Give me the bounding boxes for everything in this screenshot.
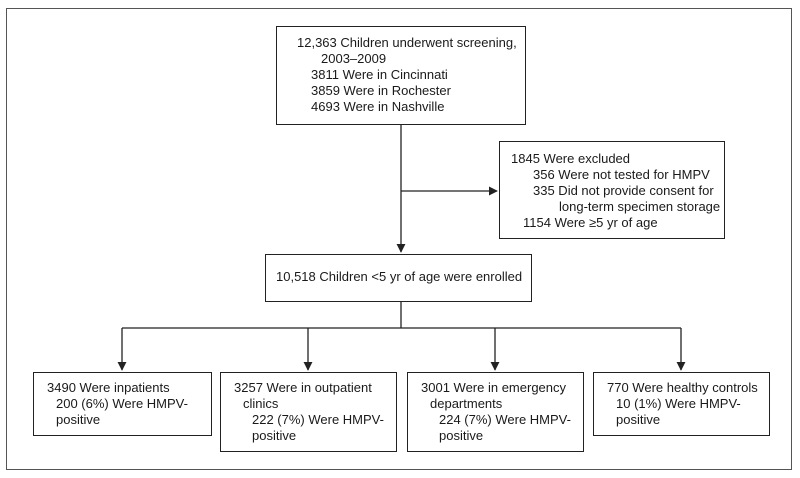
- figure-frame: [6, 8, 792, 470]
- screening-nashville: 4693 Were in Nashville: [311, 99, 445, 114]
- outpatient-box: 3257 Were in outpatient clinics 222 (7%)…: [220, 372, 397, 452]
- emergency-count: 3001 Were in emergency: [421, 380, 567, 395]
- screening-cincinnati: 3811 Were in Cincinnati: [311, 67, 448, 82]
- outpatient-count: 3257 Were in outpatient: [234, 380, 372, 395]
- emergency-count-cont: departments: [430, 396, 503, 411]
- screening-rochester: 3859 Were in Rochester: [311, 83, 451, 98]
- screening-total: 12,363 Children underwent screening,: [297, 35, 517, 50]
- inpatients-hmpv: 200 (6%) Were HMPV-: [56, 396, 188, 411]
- outpatient-hmpv-cont: positive: [252, 428, 297, 443]
- inpatients-box: 3490 Were inpatients 200 (6%) Were HMPV-…: [33, 372, 212, 436]
- excluded-no-consent: 335 Did not provide consent for: [533, 183, 714, 198]
- excluded-not-tested: 356 Were not tested for HMPV: [533, 167, 710, 182]
- inpatients-count: 3490 Were inpatients: [47, 380, 170, 395]
- emergency-hmpv-cont: positive: [439, 428, 484, 443]
- excluded-age: 1154 Were ≥5 yr of age: [523, 215, 658, 230]
- enrolled-box: 10,518 Children <5 yr of age were enroll…: [265, 254, 532, 302]
- controls-box: 770 Were healthy controls 10 (1%) Were H…: [593, 372, 770, 436]
- screening-box: 12,363 Children underwent screening, 200…: [276, 26, 526, 125]
- controls-count: 770 Were healthy controls: [607, 380, 758, 395]
- excluded-total: 1845 Were excluded: [511, 151, 631, 166]
- controls-hmpv: 10 (1%) Were HMPV-: [616, 396, 741, 411]
- excluded-box: 1845 Were excluded 356 Were not tested f…: [499, 141, 725, 239]
- controls-hmpv-cont: positive: [616, 412, 661, 427]
- emergency-hmpv: 224 (7%) Were HMPV-: [439, 412, 571, 427]
- outpatient-count-cont: clinics: [243, 396, 279, 411]
- emergency-box: 3001 Were in emergency departments 224 (…: [407, 372, 584, 452]
- excluded-no-consent-cont: long-term specimen storage: [559, 199, 721, 214]
- enrolled-text: 10,518 Children <5 yr of age were enroll…: [276, 269, 523, 284]
- screening-years: 2003–2009: [321, 51, 387, 66]
- outpatient-hmpv: 222 (7%) Were HMPV-: [252, 412, 384, 427]
- inpatients-hmpv-cont: positive: [56, 412, 101, 427]
